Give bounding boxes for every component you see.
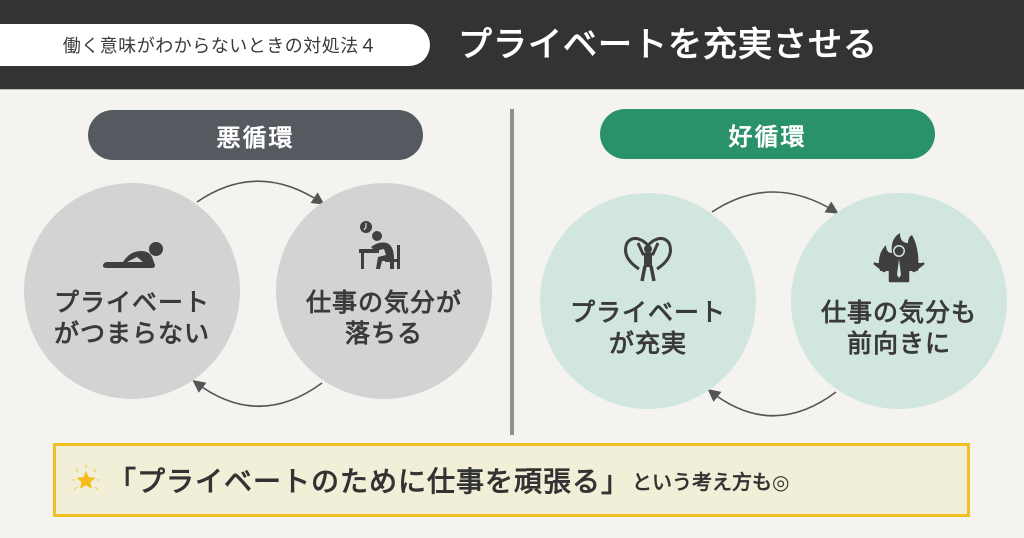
tired-worker-at-desk-icon	[359, 221, 400, 269]
node-text-line2: が充実	[608, 329, 687, 358]
star-icon	[72, 465, 100, 491]
tip-sub-text: という考え方も◎	[632, 469, 790, 494]
fired-up-businessman-icon	[873, 233, 925, 283]
bad-cycle-label: 悪循環	[88, 110, 423, 160]
bad-node-work-mood-down: 仕事の気分が 落ちる	[276, 183, 492, 399]
node-text-line2: がつまらない	[53, 319, 210, 348]
node-text-line1: プライベート	[53, 288, 210, 317]
bad-node-private-boring: プライベート がつまらない	[24, 183, 240, 399]
good-node-work-mood-positive: 仕事の気分も 前向きに	[791, 193, 1007, 409]
header-subtitle: 働く意味がわからないときの対処法４	[0, 24, 430, 66]
good-node-private-fulfilled: プライベート が充実	[540, 193, 756, 409]
node-text-line1: 仕事の気分も	[820, 298, 977, 327]
node-text-line2: 前向きに	[846, 329, 951, 358]
node-text-line1: プライベート	[569, 298, 726, 327]
node-text-line2: 落ちる	[344, 319, 423, 348]
tip-box: 「プライベートのために仕事を頑張る」 という考え方も◎	[53, 443, 970, 517]
tip-main-text: 「プライベートのために仕事を頑張る」	[108, 465, 631, 498]
good-cycle-label: 好循環	[600, 109, 935, 159]
lying-down-person-icon	[103, 242, 163, 268]
person-heart-icon	[624, 236, 672, 282]
node-text-line1: 仕事の気分が	[305, 288, 462, 317]
section-divider	[510, 109, 514, 435]
header-banner: 働く意味がわからないときの対処法４ プライベートを充実させる	[0, 0, 1024, 90]
page-title: プライベートを充実させる	[458, 25, 878, 65]
